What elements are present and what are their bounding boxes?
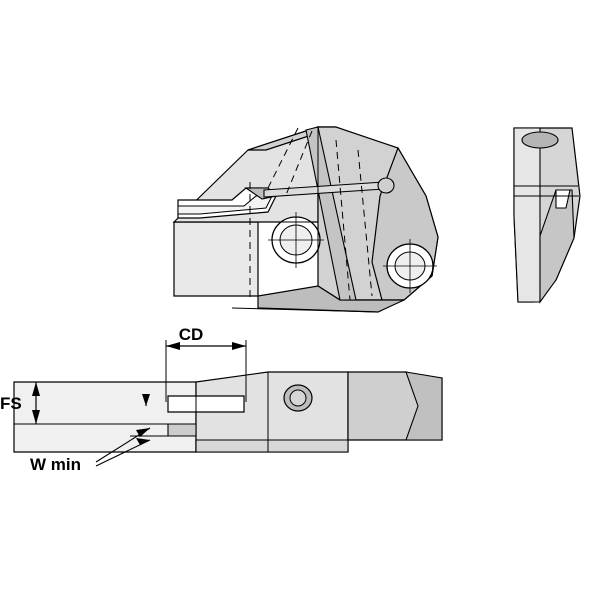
side-blade-body (13, 381, 197, 453)
cd-arrow-left (166, 342, 180, 350)
cd-arrow-right (232, 342, 246, 350)
fs-inner-arrow (142, 394, 150, 406)
iso-clamp-pin-head (377, 177, 395, 194)
side-view-group: CD FS W min (0, 325, 443, 474)
dimension-wmin: W min (30, 423, 168, 474)
fs-arrow-top (32, 382, 40, 396)
end-view-group (513, 127, 581, 304)
dimension-cd: CD (165, 325, 247, 402)
iso-lower-slab (173, 221, 259, 297)
endview-insert-seat (555, 189, 571, 209)
iso-view-group (172, 126, 439, 313)
cd-label: CD (179, 325, 204, 344)
iso-hidden-lines (249, 127, 373, 301)
wmin-arrow-upper (136, 428, 150, 437)
endview-bore (521, 131, 559, 149)
side-bore-inner (289, 389, 307, 407)
dimension-fs: FS (0, 381, 152, 425)
side-separator-edges (195, 372, 349, 452)
endview-left-face (513, 127, 541, 303)
side-lower-shoulder (195, 439, 349, 453)
iso-insert-blade (177, 195, 273, 215)
side-tail-chamfer (405, 371, 443, 441)
side-insert-tip (167, 423, 197, 437)
wmin-arrow-lower (136, 438, 150, 445)
wmin-label: W min (30, 455, 81, 474)
side-insert-pocket (167, 395, 245, 413)
fs-label: FS (0, 394, 22, 413)
fs-arrow-bottom (32, 410, 40, 424)
iso-detail-edges (173, 127, 379, 313)
